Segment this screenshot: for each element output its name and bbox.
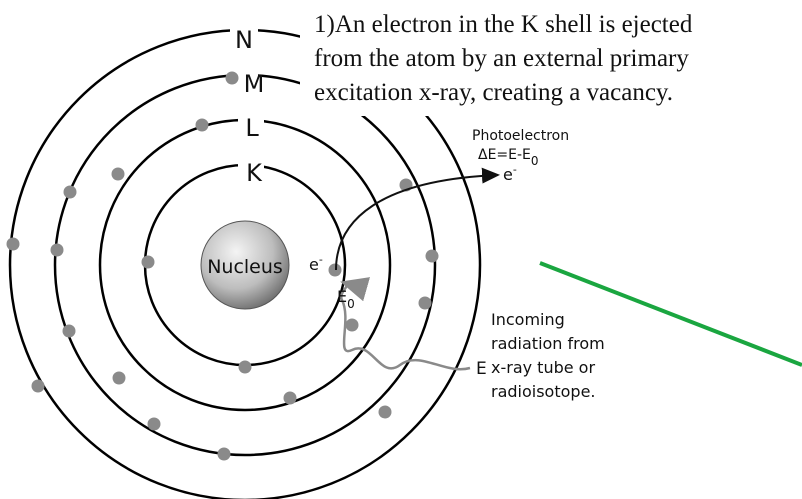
shell-label-l: L xyxy=(245,114,259,142)
photoelectron-path xyxy=(335,167,500,271)
photoelectron-equation: ΔE=E-E0 xyxy=(478,147,539,168)
incoming-line-3: x-ray tube or xyxy=(491,358,595,377)
electron xyxy=(225,71,239,85)
electron xyxy=(378,405,392,419)
electron xyxy=(62,324,76,338)
electron xyxy=(217,447,231,461)
description-line-3: excitation x-ray, creating a vacancy. xyxy=(314,79,674,106)
description-line-1: 1)An electron in the K shell is ejected xyxy=(314,11,693,38)
incoming-line-4: radioisotope. xyxy=(491,382,596,401)
electron-label: e- xyxy=(309,253,323,274)
step-description: 1)An electron in the K shell is ejected … xyxy=(300,8,802,116)
e0-label: E0 xyxy=(337,287,355,311)
green-pointer-line xyxy=(539,261,802,367)
electron xyxy=(283,391,297,405)
description-line-2: from the atom by an external primary xyxy=(314,45,689,72)
shell-label-k: K xyxy=(246,159,263,187)
incoming-energy-label: E xyxy=(476,359,487,379)
electron xyxy=(425,249,439,263)
shell-label-m: M xyxy=(244,70,265,98)
electron xyxy=(195,118,209,132)
electron xyxy=(112,371,126,385)
electron xyxy=(111,167,125,181)
incoming-line-1: Incoming xyxy=(491,310,565,329)
electron xyxy=(418,296,432,310)
electron xyxy=(147,417,161,431)
incoming-line-2: radiation from xyxy=(491,334,605,353)
nucleus xyxy=(200,220,290,310)
electron xyxy=(345,318,359,332)
electron xyxy=(238,360,252,374)
shell-labels: N M L K xyxy=(230,23,264,187)
incoming-radiation-wave xyxy=(340,277,471,371)
electron xyxy=(141,255,155,269)
shell-label-n: N xyxy=(235,26,253,54)
electron xyxy=(50,243,64,257)
nucleus-label: Nucleus xyxy=(207,256,283,278)
electron xyxy=(31,379,45,393)
photoelectron-title: Photoelectron xyxy=(472,128,569,144)
electron xyxy=(63,185,77,199)
electron xyxy=(6,237,20,251)
photoelectron-symbol: e- xyxy=(503,163,517,184)
